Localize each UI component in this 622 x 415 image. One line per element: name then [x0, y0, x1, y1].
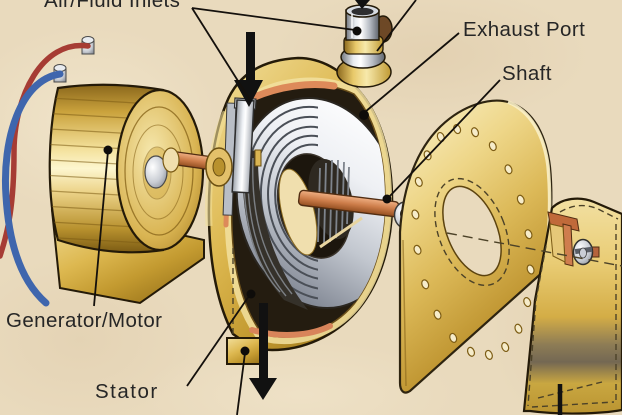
shaft-collar	[162, 147, 180, 173]
plate-left-edge	[402, 239, 407, 387]
label-shaft: Shaft	[502, 62, 552, 85]
label-generator-motor: Generator/Motor	[6, 309, 162, 332]
leader-stator	[186, 295, 250, 387]
bolt-hole	[421, 279, 430, 290]
callout-dot-shaft	[382, 194, 392, 204]
centerline-dashed	[446, 232, 622, 267]
terminal-cap	[53, 64, 67, 72]
bolt-hole	[466, 346, 476, 357]
inner-strut	[319, 216, 363, 249]
panel-hidden-lines	[527, 204, 619, 408]
label-air-fluid-inlets: Air/Fluid Inlets	[44, 0, 180, 12]
bolt-hole	[523, 297, 532, 308]
bolt-hole	[524, 229, 533, 240]
bolt-hole-ring	[411, 124, 535, 360]
end-face-ring	[124, 106, 194, 236]
label-exhaust-port: Exhaust Port	[463, 18, 585, 41]
inlet-tube	[336, 4, 393, 88]
inlet-flow-arrow-top	[355, 0, 370, 9]
generator-hub	[144, 155, 168, 189]
shaft-clip-bracket	[205, 147, 233, 187]
end-face-ring	[132, 124, 184, 220]
leader-generator	[93, 150, 109, 307]
label-stator: Stator	[95, 380, 159, 403]
coil-edge-wedge	[242, 150, 308, 310]
plate-center-hole	[442, 185, 502, 277]
callout-dot-tube	[352, 26, 362, 36]
wire-blue	[1, 70, 64, 307]
callout-labels: Air/Fluid Inlets Exhaust Port Shaft Gene…	[6, 0, 585, 403]
leader-from-top	[376, 0, 417, 52]
leader-inlets-left	[191, 7, 251, 101]
bolt-hole	[470, 127, 480, 138]
panel-bolt-center	[579, 247, 587, 259]
leader-exhaust-port	[364, 32, 460, 113]
leader-shaft	[388, 79, 501, 198]
terminal-cap	[81, 36, 95, 44]
bolt-hole	[501, 341, 510, 353]
bolt-hole	[411, 209, 420, 220]
outlet-flow-arrow-bottom	[249, 303, 277, 400]
blade-tab	[254, 149, 262, 167]
bolt-hole	[414, 176, 423, 187]
bolt-hole	[504, 164, 513, 175]
callout-dot-stator	[246, 289, 256, 299]
bolt-hole	[526, 264, 535, 275]
callout-dot-exhaust	[359, 110, 369, 120]
bolt-hole	[413, 244, 422, 255]
bolt-hole	[516, 194, 525, 205]
leader-lines	[93, 0, 563, 415]
hole-dashed-ring	[434, 177, 510, 287]
cover-plate	[398, 99, 553, 394]
bolt-hole	[514, 323, 523, 334]
callout-dot-tab	[240, 346, 250, 356]
panel-notch	[547, 211, 600, 267]
leader-outlet-bottom	[236, 352, 246, 415]
callout-dot-generator	[103, 145, 113, 155]
generator-motor	[0, 36, 205, 307]
bolt-hole	[484, 349, 493, 360]
tube-bore	[351, 7, 374, 16]
bolt-hole	[488, 141, 497, 152]
stator-housing	[205, 56, 394, 365]
leader-inlets-tube	[191, 7, 356, 31]
bolt-hole	[433, 309, 442, 320]
bolt-hole	[449, 332, 458, 343]
